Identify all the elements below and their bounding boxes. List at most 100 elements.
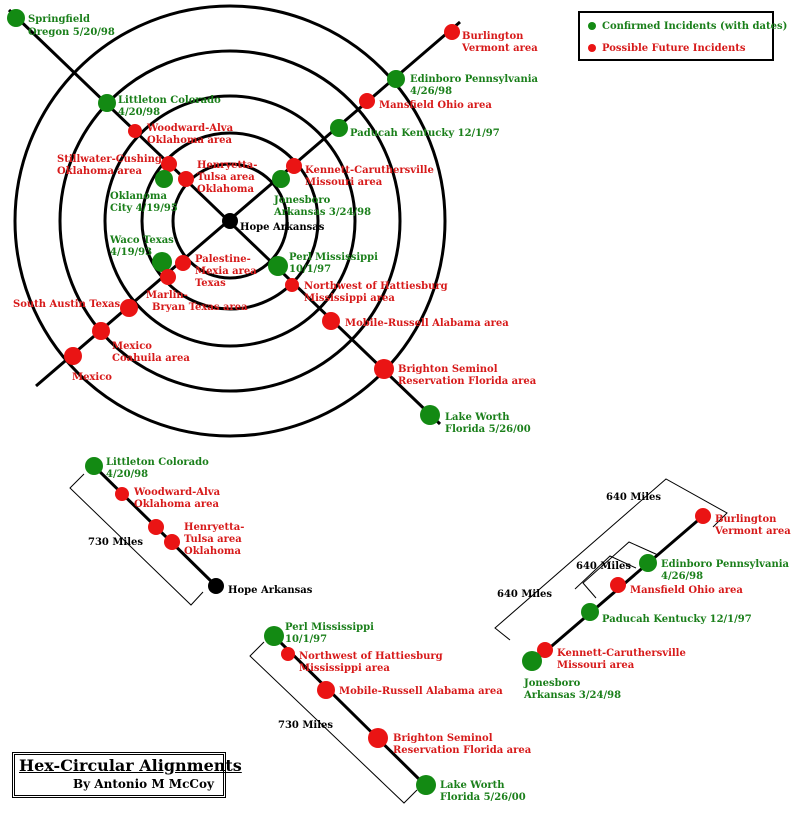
node-burlington: [444, 24, 460, 40]
sub3-node-jonesboro: [522, 651, 542, 671]
node-stillwater: [161, 156, 177, 172]
sub3-node-paducah: [581, 603, 599, 621]
sub3-label-mansfield: Mansfield Ohio area: [630, 585, 743, 596]
page-title: Hex-Circular Alignments: [19, 756, 242, 775]
node-northwest-hattiesburg: [285, 278, 299, 292]
concentric-rings: [13, 4, 447, 438]
label-mansfield: Mansfield Ohio area: [379, 100, 492, 111]
node-mexico-coahuila: [92, 322, 110, 340]
legend: Confirmed Incidents (with dates) Possibl…: [578, 11, 787, 61]
node-henryetta: [178, 171, 194, 187]
possible-dot-icon: [588, 44, 596, 52]
label-south-austin: South Austin Texas: [13, 299, 120, 310]
sub2-distance: 730 Miles: [278, 720, 333, 731]
title-box: Hex-Circular Alignments By Antonio M McC…: [12, 752, 242, 798]
node-jonesboro: [272, 170, 290, 188]
sub1-node-hope: [208, 578, 224, 594]
sub1-node-woodward: [115, 487, 129, 501]
node-paducah: [330, 119, 348, 137]
confirmed-dot-icon: [588, 22, 596, 30]
node-woodward: [128, 124, 142, 138]
sub1-bracket: [69, 473, 204, 606]
node-oklahoma-city: [155, 170, 173, 188]
sub3-distance-2: 640 Miles: [576, 561, 631, 572]
node-brighton: [374, 359, 394, 379]
sub1-node-littleton: [85, 457, 103, 475]
sub3-node-kennett: [537, 642, 553, 658]
sub3-node-mansfield: [610, 577, 626, 593]
sub3-bracket-mid: [582, 541, 659, 599]
node-mexico: [64, 347, 82, 365]
main-nodes: [7, 9, 460, 425]
sub2-node-northwest-hattiesburg: [281, 647, 295, 661]
node-mobile: [322, 312, 340, 330]
sub-diagram-3: 640 Miles 640 Miles 640 Miles Burlington…: [494, 478, 791, 701]
sub3-node-edinboro: [639, 554, 657, 572]
ring-2: [140, 131, 320, 311]
node-kennett: [286, 158, 302, 174]
sub2-node-mobile: [317, 681, 335, 699]
sub1-node-henryetta-a: [148, 519, 164, 535]
node-palestine: [175, 255, 191, 271]
sub2-node-brighton: [368, 728, 388, 748]
sub3-distance-3: 640 Miles: [497, 589, 552, 600]
ring-5: [13, 4, 447, 438]
legend-possible-label: Possible Future Incidents: [602, 43, 746, 54]
node-springfield: [7, 9, 25, 27]
ring-1: [171, 162, 289, 280]
sub3-bracket-outer: [494, 478, 728, 641]
node-marlin: [160, 269, 176, 285]
sub1-node-henryetta-b: [164, 534, 180, 550]
ring-3: [103, 94, 357, 348]
author-byline: By Antonio M McCoy: [73, 777, 214, 791]
ring-4: [58, 49, 402, 393]
label-paducah: Paducah Kentucky 12/1/97: [350, 128, 500, 139]
label-hope-center: Hope Arkansas: [240, 222, 325, 233]
node-hope-center: [222, 213, 238, 229]
sub2-label-mobile: Mobile-Russell Alabama area: [339, 686, 503, 697]
sub3-label-paducah: Paducah Kentucky 12/1/97: [602, 614, 752, 625]
node-south-austin: [120, 299, 138, 317]
sub3-distance-1: 640 Miles: [606, 492, 661, 503]
node-lake-worth: [420, 405, 440, 425]
sub2-node-lake-worth: [416, 775, 436, 795]
node-perl: [268, 256, 288, 276]
node-waco: [152, 252, 172, 272]
node-edinboro: [387, 70, 405, 88]
sub2-bracket: [249, 641, 418, 804]
legend-confirmed-label: Confirmed Incidents (with dates): [602, 21, 788, 32]
sub2-node-perl: [264, 626, 284, 646]
sub2-line: [272, 634, 428, 788]
label-mobile: Mobile-Russell Alabama area: [345, 318, 509, 329]
sub1-distance: 730 Miles: [88, 537, 143, 548]
